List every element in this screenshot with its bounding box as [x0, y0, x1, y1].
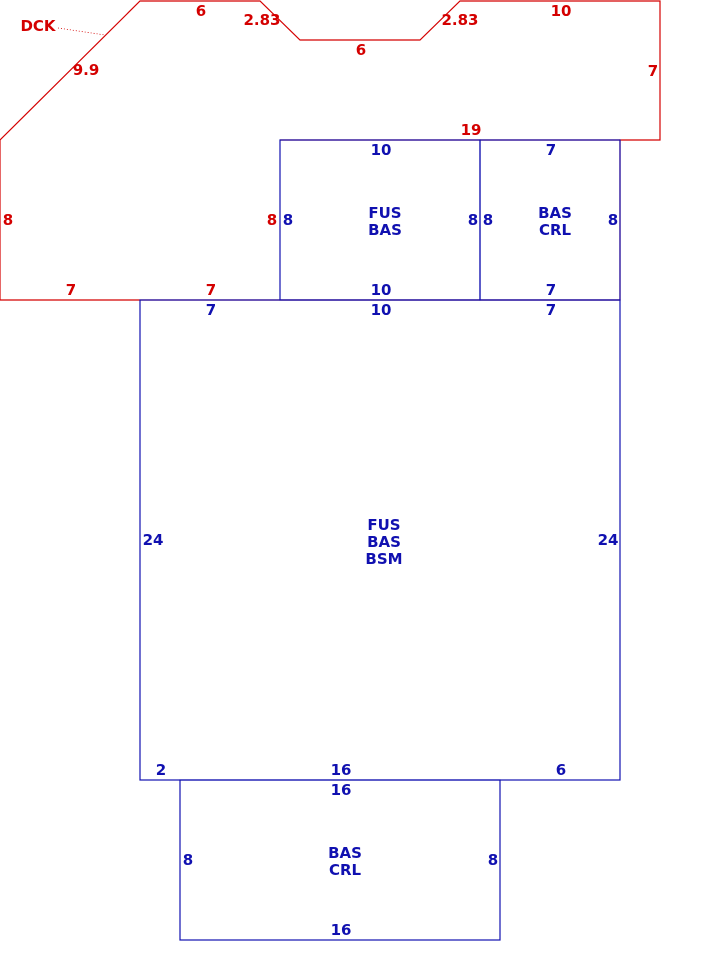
deck-dim-bottom-left: 7: [66, 281, 76, 299]
deck-dim-bottom-mid: 7: [206, 281, 216, 299]
room-upper-right-dim-bottom: 7: [546, 281, 556, 299]
room-lower-dim-left: 8: [183, 851, 193, 869]
room-main-code: FUS: [367, 516, 400, 534]
room-main-code: BAS: [367, 533, 401, 551]
deck-dim-right: 7: [648, 62, 658, 80]
room-lower-code: BAS: [328, 844, 362, 862]
room-upper-right-code: BAS: [538, 204, 572, 222]
deck-dim-top-left: 6: [196, 2, 206, 20]
deck-label-leader: [57, 27, 106, 36]
room-lower-dim-bottom: 16: [331, 921, 352, 939]
deck-dim-left: 8: [3, 211, 13, 229]
deck-dim-inner-right: 8: [267, 211, 277, 229]
room-main-dim-bottom-left: 2: [156, 761, 166, 779]
room-main-dim-left: 24: [143, 531, 164, 549]
deck-dim-diagonal: 9.9: [73, 61, 100, 79]
room-lower-code: CRL: [329, 861, 362, 879]
room-upper-left-dim-right: 8: [468, 211, 478, 229]
room-upper-left-code: FUS: [368, 204, 401, 222]
room-main-dim-bottom-mid: 16: [331, 761, 352, 779]
room-main-dim-top-left: 7: [206, 301, 216, 319]
room-upper-right-dim-left: 8: [483, 211, 493, 229]
room-upper-left-code: BAS: [368, 221, 402, 239]
room-upper-right-dim-right: 8: [608, 211, 618, 229]
room-upper-left-dim-left: 8: [283, 211, 293, 229]
room-upper-left-dim-top: 10: [371, 141, 392, 159]
room-main-dim-top-right: 7: [546, 301, 556, 319]
room-upper-left-dim-bottom: 10: [371, 281, 392, 299]
room-upper-right-dim-top: 7: [546, 141, 556, 159]
deck-dim-notch-left: 2.83: [243, 11, 280, 29]
deck-dim-notch-bottom: 6: [356, 41, 366, 59]
room-main-dim-right: 24: [598, 531, 619, 549]
deck-dim-bottom-right: 19: [461, 121, 482, 139]
room-main-dim-top-mid: 10: [371, 301, 392, 319]
deck-outline: [0, 0, 661, 301]
room-main-code: BSM: [365, 550, 402, 568]
room-lower-dim-right: 8: [488, 851, 498, 869]
room-main-dim-bottom-right: 6: [556, 761, 566, 779]
deck-name-label: DCK: [20, 17, 56, 35]
deck-dim-top-right: 10: [551, 2, 572, 20]
room-lower-outline: [179, 779, 501, 941]
room-upper-right-code: CRL: [539, 221, 572, 239]
room-lower-dim-top: 16: [331, 781, 352, 799]
deck-dim-notch-right: 2.83: [441, 11, 478, 29]
